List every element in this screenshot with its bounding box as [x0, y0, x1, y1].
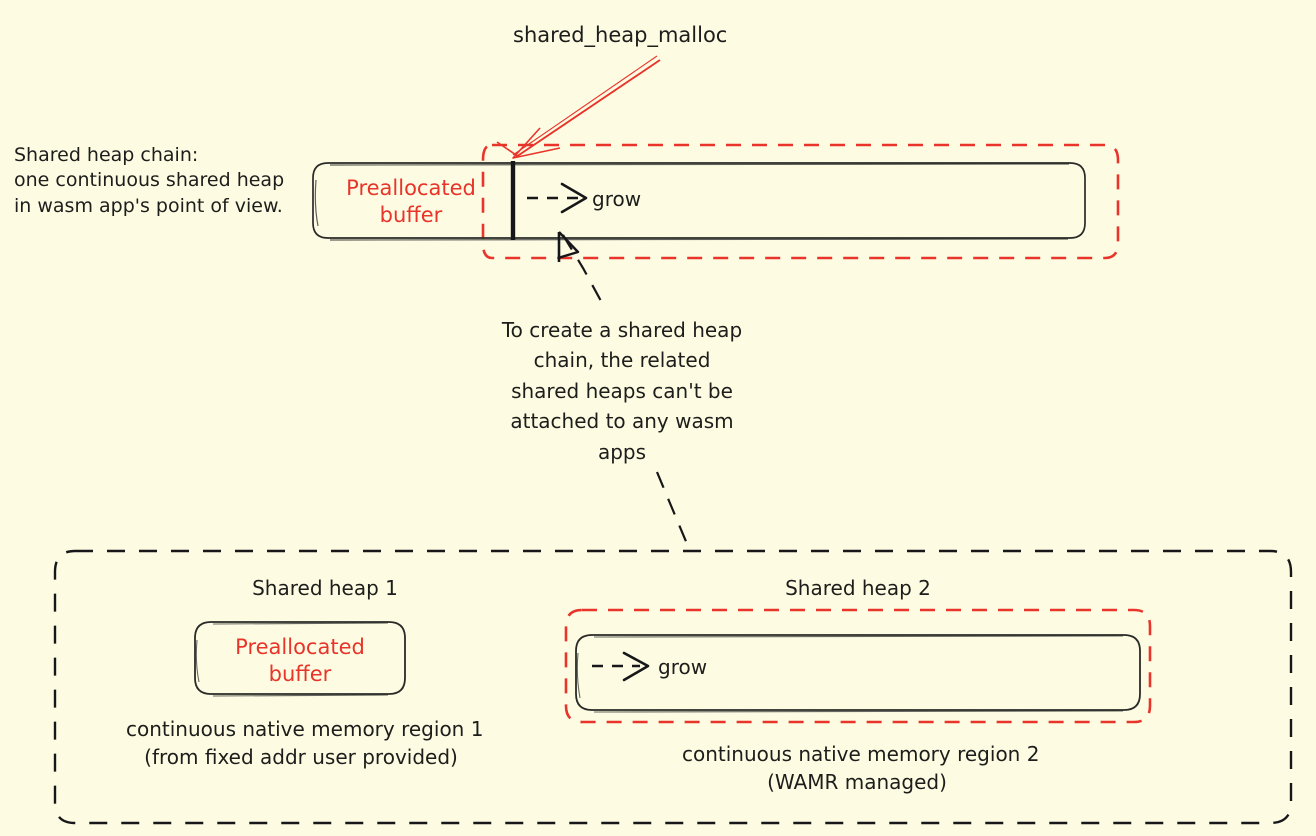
shared-heap-2-title: Shared heap 2: [785, 576, 931, 600]
malloc-callout-arrow: [496, 55, 661, 159]
top-grow-label: grow: [592, 187, 642, 211]
top-grow-arrow-icon: [527, 182, 588, 214]
top-red-dashed-region: [481, 143, 1120, 260]
shared-heap-chain-caption: Shared heap chain: one continuous shared…: [14, 144, 285, 217]
shared-heap-chain-note: To create a shared heap chain, the relat…: [501, 318, 743, 464]
note-to-topbar-arrow: [557, 231, 602, 302]
sh2-red-dashed-region: [564, 608, 1152, 724]
sh2-grow-label: grow: [658, 655, 708, 679]
sh2-grow-arrow-icon: [592, 651, 650, 682]
shared-heap-2-caption: continuous native memory region 2 (WAMR …: [682, 742, 1040, 794]
shared-heap-1-title: Shared heap 1: [252, 576, 398, 600]
malloc-callout-label: shared_heap_malloc: [513, 23, 728, 47]
note-to-container-line: [655, 471, 692, 552]
shared-heap-1-caption: continuous native memory region 1 (from …: [126, 717, 484, 769]
top-preallocated-buffer-label: Preallocated buffer: [346, 176, 476, 227]
sh1-preallocated-buffer-label: Preallocated buffer: [235, 635, 365, 686]
